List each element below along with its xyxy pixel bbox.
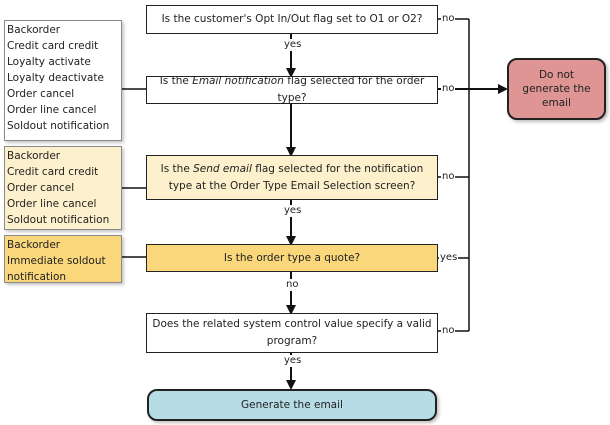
note3-item: Immediate soldout: [7, 255, 106, 267]
outcome-do-not-generate-text: Do not generate the email: [522, 69, 591, 109]
label-q1-yes: yes: [283, 39, 303, 51]
decision-send-email: Is the Send email flag selected for the …: [146, 155, 438, 200]
note2-item: Credit card credit: [7, 166, 99, 178]
label-q5-no: no: [441, 325, 456, 337]
note1-item: Backorder: [7, 24, 61, 36]
decision-email-notification-text: Is the Email notification flag selected …: [159, 75, 425, 104]
note1-item: Loyalty activate: [7, 56, 91, 68]
label-q1-no: no: [441, 13, 456, 25]
note-list-3: Backorder Immediate soldout notification: [4, 235, 122, 283]
decision-opt-in-out: Is the customer's Opt In/Out flag set to…: [146, 5, 438, 34]
note3-item: notification: [7, 271, 67, 283]
send-email-flag-name: Send email: [193, 162, 252, 175]
note-list-1: Backorder Credit card credit Loyalty act…: [4, 20, 122, 141]
label-q4-no: no: [285, 279, 300, 291]
note-list-2: Backorder Credit card credit Order cance…: [4, 146, 122, 230]
decision-send-email-text: Is the Send email flag selected for the …: [160, 162, 424, 192]
outcome-generate-email: Generate the email: [147, 389, 437, 421]
note1-item: Soldout notification: [7, 120, 110, 132]
outcome-generate-email-text: Generate the email: [241, 399, 343, 411]
outcome-do-not-generate: Do not generate the email: [507, 58, 606, 120]
note2-item: Order line cancel: [7, 198, 97, 210]
note1-item: Credit card credit: [7, 40, 99, 52]
decision-order-type-quote: Is the order type a quote?: [146, 244, 438, 272]
note2-item: Backorder: [7, 150, 61, 162]
label-q2-no: no: [441, 83, 456, 95]
label-q4-yes: yes: [439, 252, 459, 264]
decision-system-control-value: Does the related system control value sp…: [146, 313, 438, 353]
note1-item: Order line cancel: [7, 104, 97, 116]
note2-item: Soldout notification: [7, 214, 110, 226]
note3-item: Backorder: [7, 239, 61, 251]
decision-system-control-value-text: Does the related system control value sp…: [152, 318, 432, 347]
decision-order-type-quote-text: Is the order type a quote?: [223, 251, 361, 264]
decision-opt-in-out-text: Is the customer's Opt In/Out flag set to…: [161, 13, 423, 25]
note2-item: Order cancel: [7, 182, 75, 194]
label-q3-yes: yes: [283, 205, 303, 217]
label-q5-yes: yes: [283, 355, 303, 367]
note1-item: Loyalty deactivate: [7, 72, 104, 84]
decision-email-notification: Is the Email notification flag selected …: [146, 75, 438, 104]
email-notification-flag-name: Email notification: [192, 75, 284, 87]
label-q3-no: no: [441, 171, 456, 183]
note1-item: Order cancel: [7, 88, 75, 100]
